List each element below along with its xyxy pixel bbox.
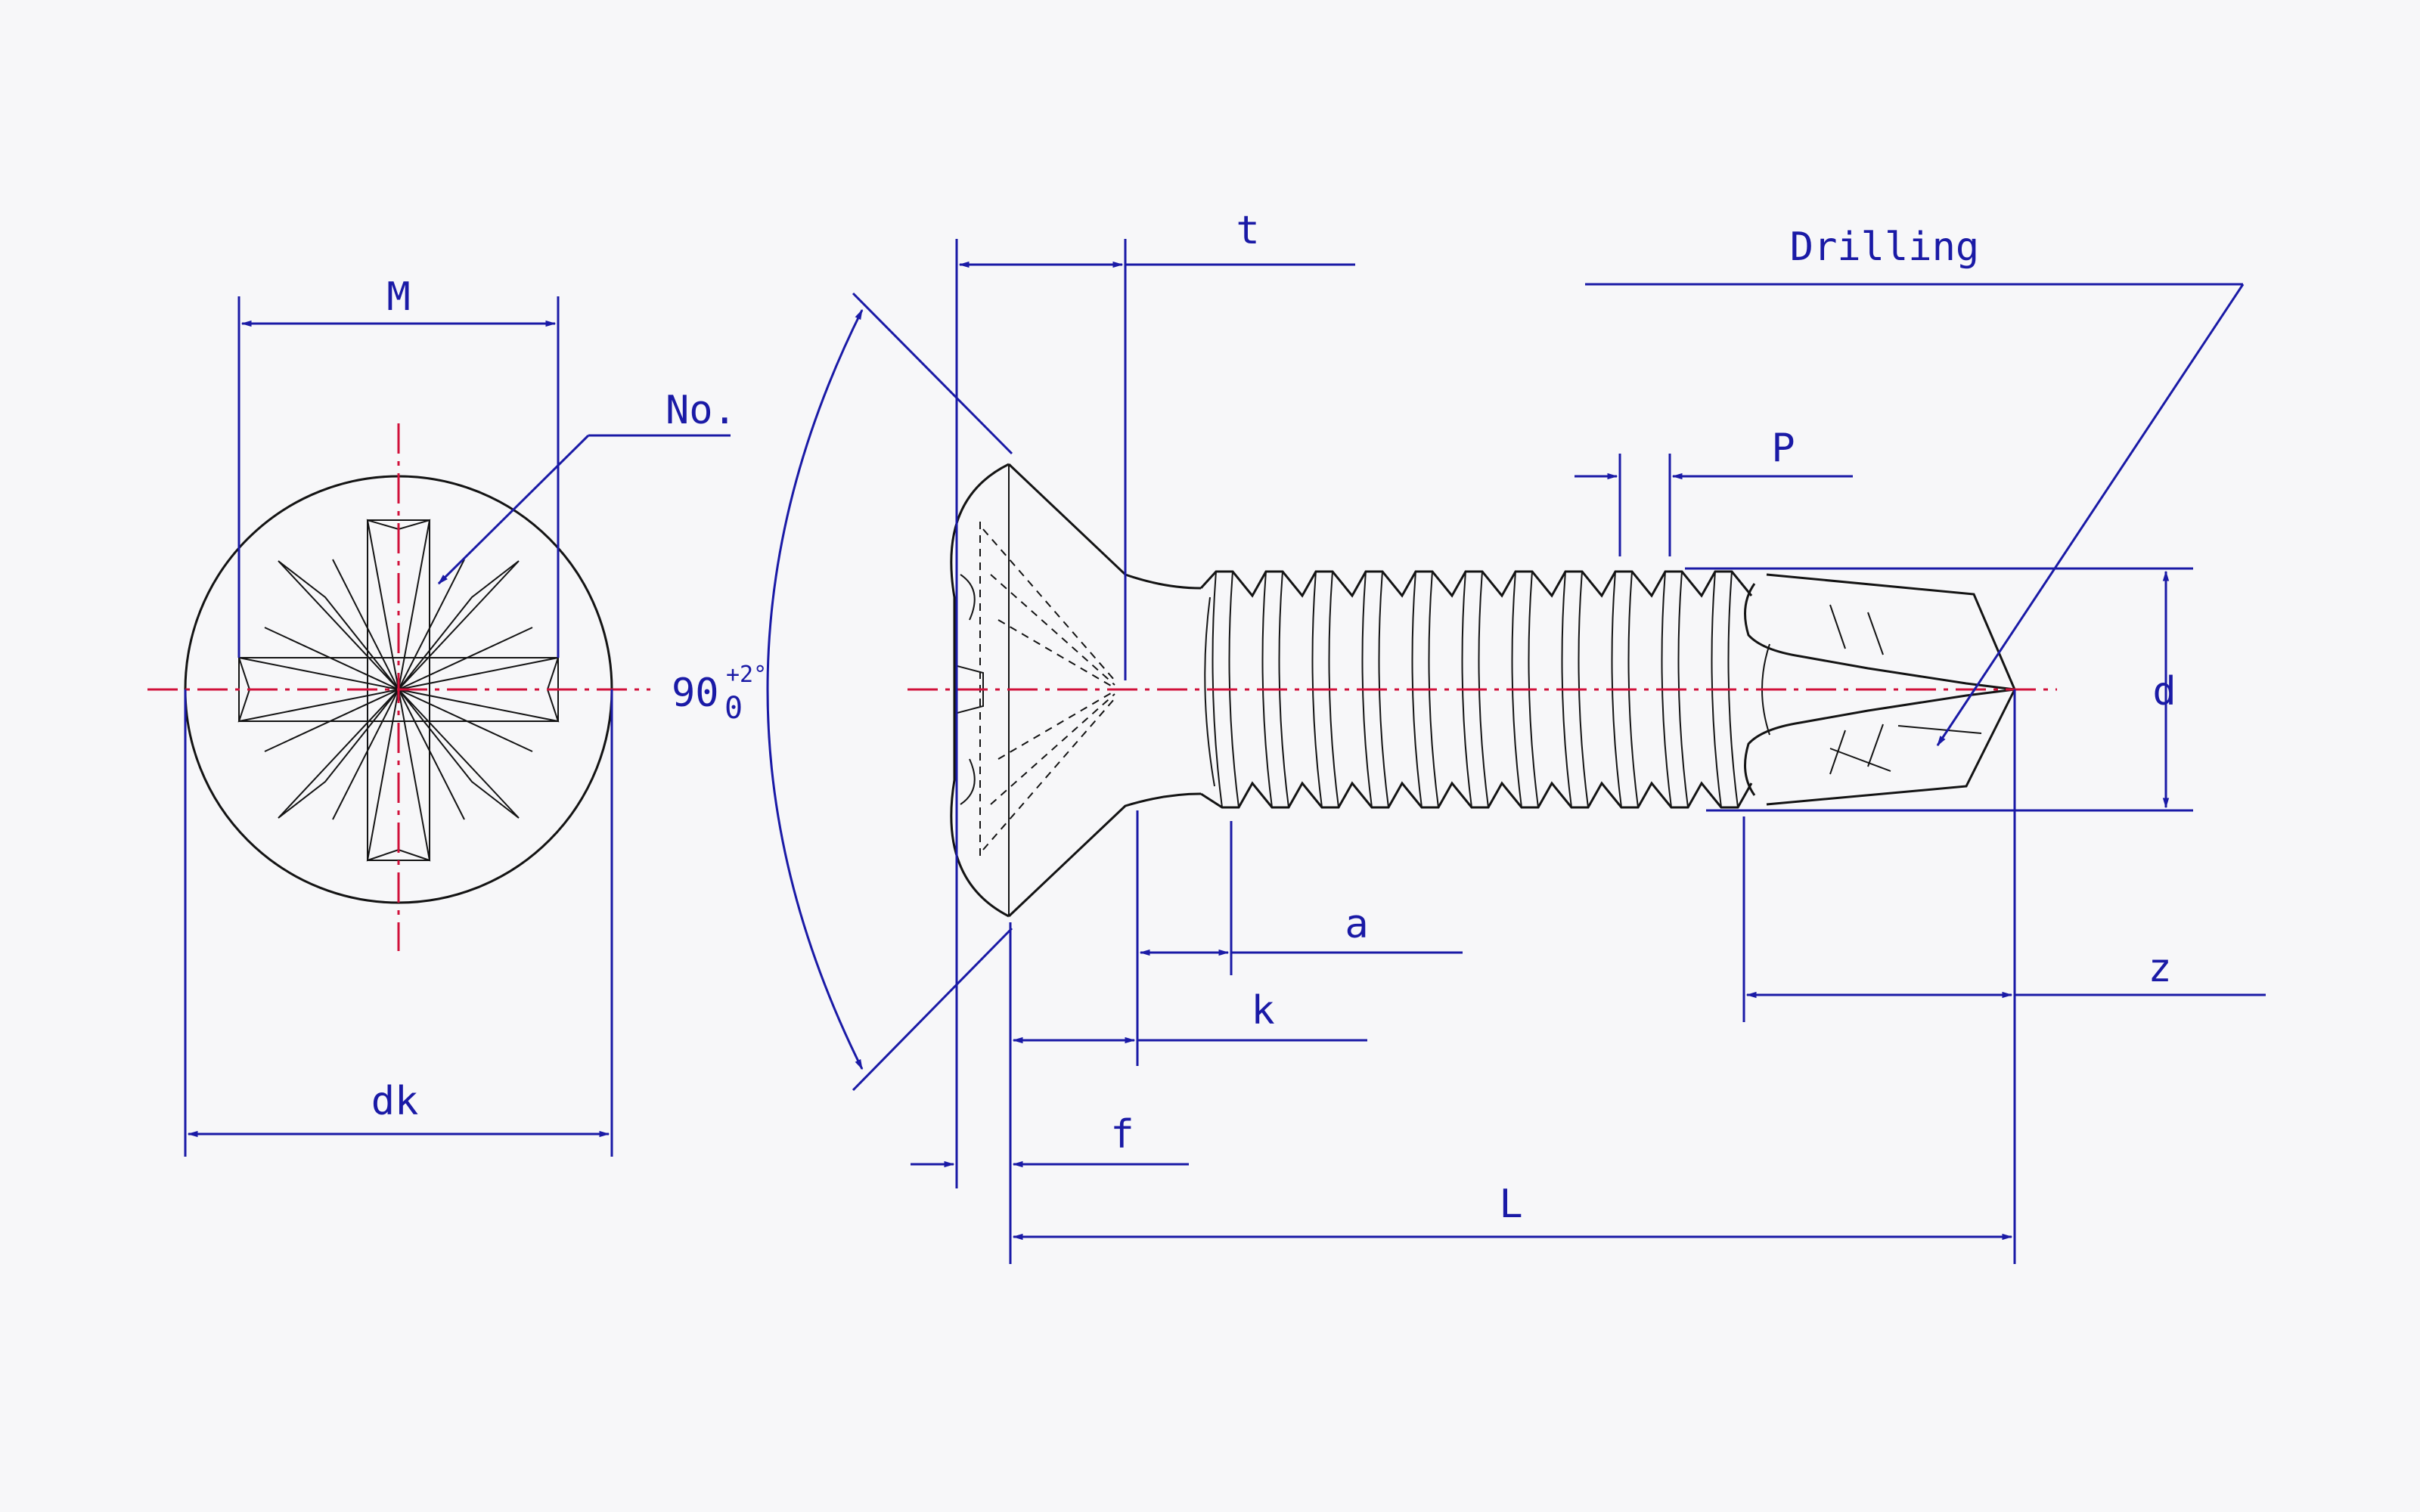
dimension-dk: dk — [184, 689, 613, 1157]
label-angle-tol-plus: +2° — [726, 662, 767, 688]
label-a: a — [1345, 902, 1368, 947]
thread-runout — [1204, 596, 1215, 787]
drill-point — [1744, 573, 2016, 806]
dimension-d: d — [1685, 567, 2193, 812]
label-k: k — [1251, 988, 1274, 1033]
label-angle: 90 — [672, 671, 719, 716]
head-end-view: M No. dk — [147, 274, 737, 1157]
label-L: L — [1499, 1182, 1522, 1227]
label-d: d — [2152, 669, 2176, 714]
thread-profile-bottom — [1200, 781, 1753, 809]
dimension-t: t — [955, 208, 1355, 1188]
dimension-M: M — [237, 274, 560, 658]
thread-profile-top — [1199, 570, 1753, 598]
dimension-f: f — [911, 1112, 1189, 1168]
label-f: f — [1110, 1112, 1134, 1157]
label-t: t — [1236, 208, 1259, 253]
dimension-P: P — [1575, 426, 1853, 556]
dimension-k: k — [1009, 922, 1367, 1264]
label-z: z — [2148, 946, 2171, 991]
leader-drilling: Drilling — [1585, 225, 2245, 747]
label-No: No. — [666, 388, 737, 433]
label-dk: dk — [371, 1079, 419, 1124]
leader-No: No. — [437, 388, 737, 585]
dimension-z: z — [1742, 689, 2266, 1264]
dimension-head-angle: 90 +2° 0 — [672, 292, 1013, 1092]
screw-side-view: 90 +2° 0 — [672, 208, 2266, 1264]
label-angle-tol-minus: 0 — [724, 691, 743, 726]
label-drilling: Drilling — [1790, 225, 1979, 270]
dimension-a: a — [1136, 810, 1463, 1066]
dimension-L: L — [1012, 1182, 2013, 1241]
label-P: P — [1771, 426, 1795, 471]
label-M: M — [386, 274, 410, 320]
